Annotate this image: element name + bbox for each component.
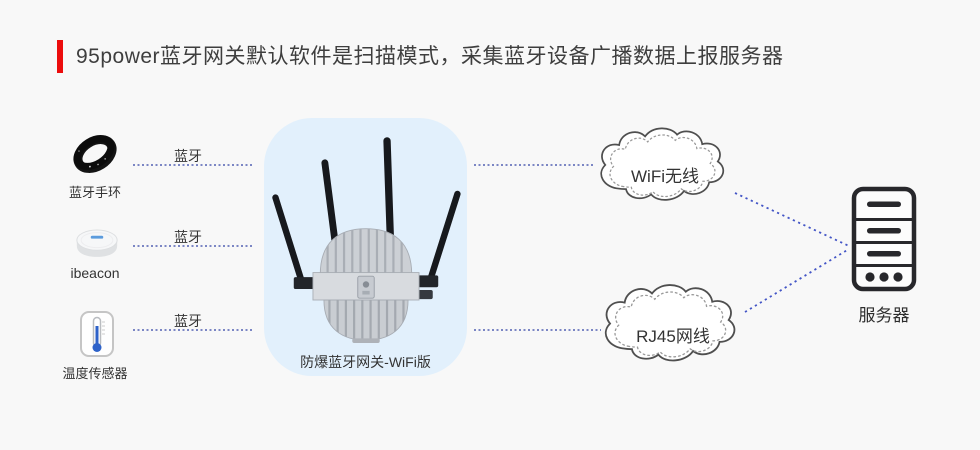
wifi-link-line xyxy=(474,164,594,166)
thermometer-icon xyxy=(80,311,114,357)
bluetooth-link-line-3 xyxy=(133,329,252,331)
server-tower-icon xyxy=(851,186,917,292)
title-accent-bar xyxy=(57,40,63,73)
rj45-cloud-label: RJ45网线 xyxy=(636,327,710,346)
wifi-cloud-icon xyxy=(600,127,725,201)
bluetooth-link-label-3: 蓝牙 xyxy=(174,313,202,329)
temperature-sensor-label: 温度传感器 xyxy=(62,366,128,381)
ibeacon-icon xyxy=(76,229,118,257)
bluetooth-link-label-2: 蓝牙 xyxy=(174,229,202,245)
bracelet-icon xyxy=(73,135,117,173)
page-title: 95power蓝牙网关默认软件是扫描模式，采集蓝牙设备广播数据上报服务器 xyxy=(76,45,784,68)
rj45-cloud-icon xyxy=(604,284,736,362)
ibeacon-label: ibeacon xyxy=(70,265,120,281)
bluetooth-link-line-2 xyxy=(133,245,252,247)
rj45-link-line xyxy=(474,329,601,331)
bracelet-label: 蓝牙手环 xyxy=(68,185,121,200)
bluetooth-link-label-1: 蓝牙 xyxy=(174,148,202,164)
server-label: 服务器 xyxy=(858,306,910,325)
gateway-device-icon xyxy=(272,137,461,343)
wifi-cloud-label: WiFi无线 xyxy=(631,167,699,186)
bluetooth-link-line-1 xyxy=(133,164,252,166)
gateway-label: 防爆蓝牙网关-WiFi版 xyxy=(300,354,431,370)
